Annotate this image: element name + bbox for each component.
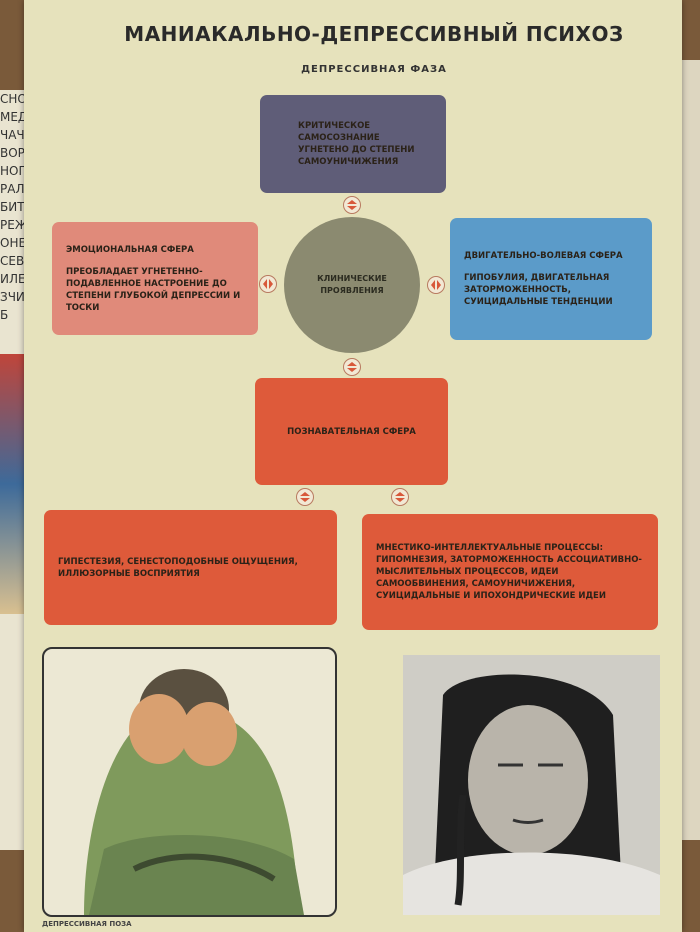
connector-vertical-icon bbox=[343, 358, 361, 376]
box-text: КРИТИЧЕСКОЕ САМОСОЗНАНИЕ УГНЕТЕНО ДО СТЕ… bbox=[298, 121, 415, 167]
box-text: ГИПОБУЛИЯ, ДВИГАТЕЛЬНАЯ ЗАТОРМОЖЕННОСТЬ,… bbox=[464, 273, 613, 307]
connector-vertical-icon bbox=[296, 488, 314, 506]
center-label: КЛИНИЧЕСКИЕ ПРОЯВЛЕНИЯ bbox=[317, 274, 387, 295]
patient-photo bbox=[403, 655, 660, 915]
poster: МАНИАКАЛЬНО-ДЕПРЕССИВНЫЙ ПСИХОЗ ДЕПРЕССИ… bbox=[24, 0, 682, 932]
connector-vertical-icon bbox=[391, 488, 409, 506]
box-text: ПОЗНАВАТЕЛЬНАЯ СФЕРА bbox=[287, 426, 416, 437]
box-mnestic-intellectual: МНЕСТИКО-ИНТЕЛЛЕКТУАЛЬНЫЕ ПРОЦЕССЫ: ГИПО… bbox=[362, 514, 658, 630]
box-heading: ДВИГАТЕЛЬНО-ВОЛЕВАЯ СФЕРА bbox=[464, 251, 623, 261]
box-self-awareness: КРИТИЧЕСКОЕ САМОСОЗНАНИЕ УГНЕТЕНО ДО СТЕ… bbox=[260, 95, 446, 193]
connector-horizontal-icon bbox=[427, 276, 445, 294]
poster-subtitle: ДЕПРЕССИВНАЯ ФАЗА bbox=[301, 64, 447, 75]
fragment: МЕД bbox=[0, 110, 28, 124]
fragment: ЗЧИ bbox=[0, 290, 25, 304]
depressive-pose-illustration bbox=[42, 647, 337, 917]
illustration-caption: ДЕПРЕССИВНАЯ ПОЗА bbox=[42, 920, 132, 928]
box-text: ПРЕОБЛАДАЕТ УГНЕТЕННО-ПОДАВЛЕННОЕ НАСТРО… bbox=[66, 266, 241, 313]
fragment: РЕЖ bbox=[0, 218, 28, 232]
box-heading: ЭМОЦИОНАЛЬНАЯ СФЕРА bbox=[66, 244, 194, 255]
connector-vertical-icon bbox=[343, 196, 361, 214]
center-circle: КЛИНИЧЕСКИЕ ПРОЯВЛЕНИЯ bbox=[284, 217, 420, 353]
box-text: МНЕСТИКО-ИНТЕЛЛЕКТУАЛЬНЫЕ ПРОЦЕССЫ: ГИПО… bbox=[376, 543, 642, 601]
fragment: Б bbox=[0, 308, 9, 322]
poster-title: МАНИАКАЛЬНО-ДЕПРЕССИВНЫЙ ПСИХОЗ bbox=[124, 22, 624, 46]
fragment: ОНЕ bbox=[0, 236, 27, 250]
box-perception: ГИПЕСТЕЗИЯ, СЕНЕСТОПОДОБНЫЕ ОЩУЩЕНИЯ, ИЛ… bbox=[44, 510, 337, 625]
fragment: СЕВЕ bbox=[0, 254, 32, 268]
box-emotional-sphere: ЭМОЦИОНАЛЬНАЯ СФЕРА ПРЕОБЛАДАЕТ УГНЕТЕНН… bbox=[52, 222, 258, 335]
box-cognitive-sphere: ПОЗНАВАТЕЛЬНАЯ СФЕРА bbox=[255, 378, 448, 485]
box-motor-volitional-sphere: ДВИГАТЕЛЬНО-ВОЛЕВАЯ СФЕРА ГИПОБУЛИЯ, ДВИ… bbox=[450, 218, 652, 340]
box-text: ГИПЕСТЕЗИЯ, СЕНЕСТОПОДОБНЫЕ ОЩУЩЕНИЯ, ИЛ… bbox=[58, 556, 298, 579]
connector-horizontal-icon bbox=[259, 275, 277, 293]
